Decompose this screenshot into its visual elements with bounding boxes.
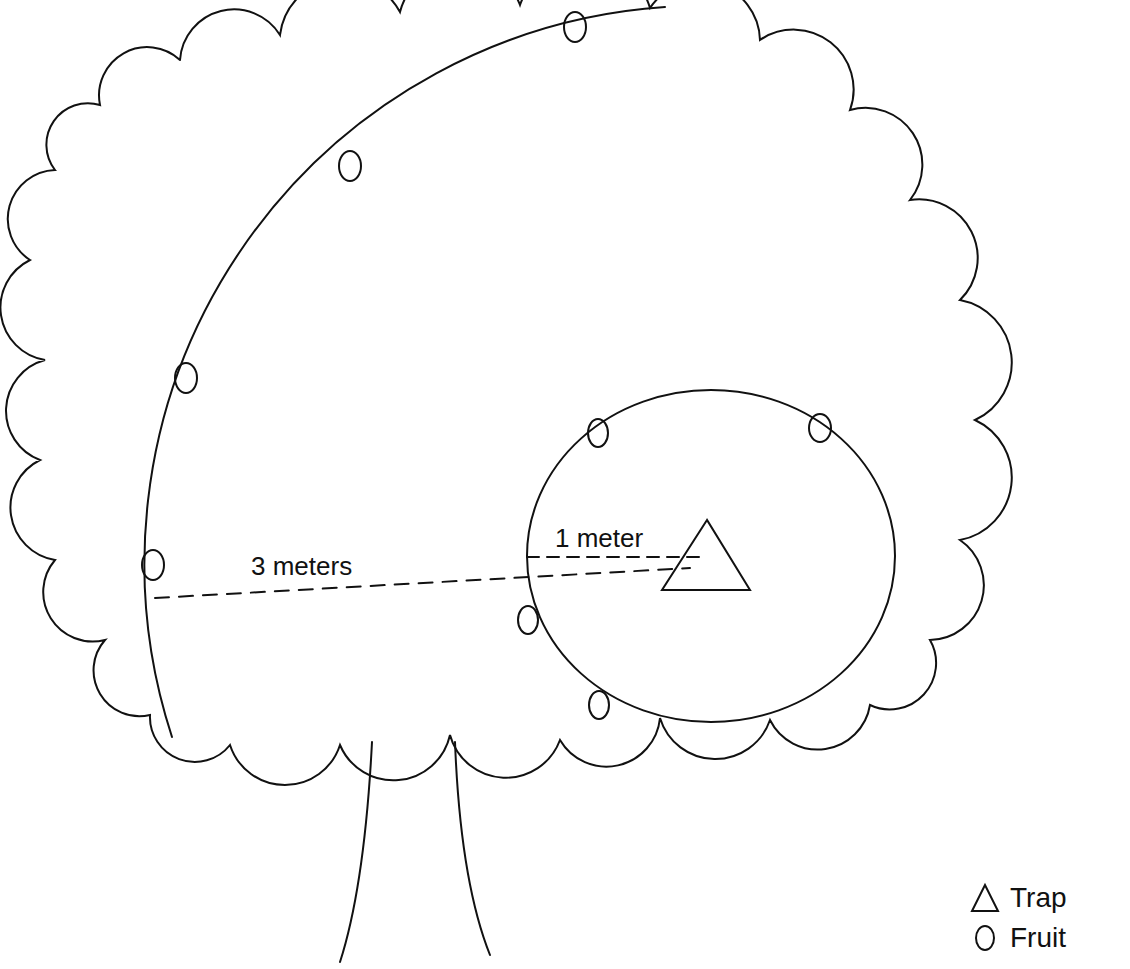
legend: TrapFruit: [968, 878, 1067, 958]
dimension-label: 1 meter: [552, 524, 646, 553]
dimension-label: 3 meters: [248, 552, 355, 581]
legend-sample: [968, 921, 1002, 955]
legend-item: Fruit: [968, 918, 1067, 958]
tree-trunk: [455, 742, 490, 955]
legend-item: Trap: [968, 878, 1067, 918]
trap-symbol: [662, 520, 750, 590]
dimension-line: [155, 568, 690, 598]
legend-text: Fruit: [1010, 922, 1066, 954]
fruit-symbols: [142, 12, 831, 719]
dimension-line: [527, 556, 700, 558]
tree-canopy: [0, 0, 1011, 785]
tree-trunk: [340, 742, 372, 962]
range-arc-3m: [144, 7, 665, 737]
legend-sample: [968, 881, 1002, 915]
legend-text: Trap: [1010, 882, 1067, 914]
range-circle-1m: [527, 390, 895, 722]
